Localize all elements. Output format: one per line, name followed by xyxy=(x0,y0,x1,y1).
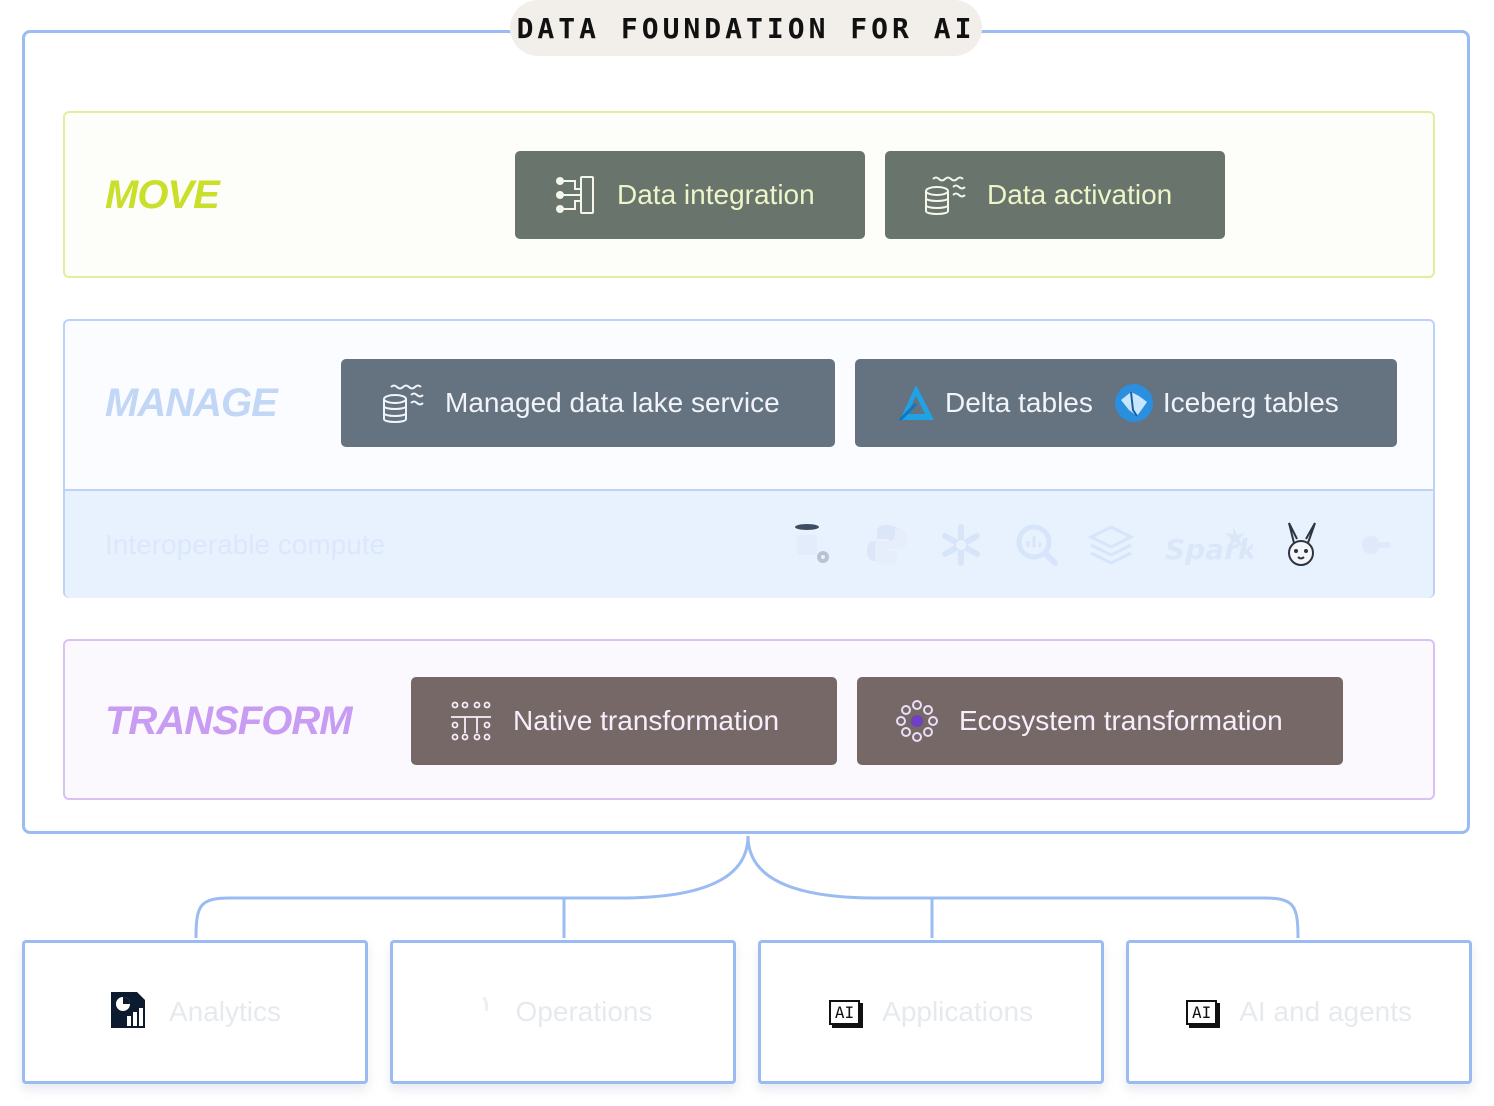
operations-icon xyxy=(474,993,494,1032)
output-applications[interactable]: AI Applications xyxy=(758,940,1104,1084)
spark-icon: Spark xyxy=(1161,521,1253,569)
ecosystem-transformation-label: Ecosystem transformation xyxy=(959,705,1283,736)
output-ai-and-agents[interactable]: AI AI and agents xyxy=(1126,940,1472,1084)
delta-icon xyxy=(895,381,937,425)
analytics-icon xyxy=(109,990,147,1035)
layers-icon xyxy=(1087,521,1135,569)
data-lake-icon xyxy=(381,381,425,425)
managed-data-lake-box[interactable]: Managed data lake service xyxy=(341,359,835,447)
move-title: MOVE xyxy=(105,173,220,217)
data-activation-box[interactable]: Data activation xyxy=(885,151,1225,239)
sql-engine-icon xyxy=(785,521,833,569)
data-foundation-frame: MOVE Data integration Data activation MA… xyxy=(22,30,1470,834)
transform-section: TRANSFORM Native transformation Ecosyste… xyxy=(63,639,1435,800)
query-icon xyxy=(1013,521,1061,569)
ecosystem-transformation-box[interactable]: Ecosystem transformation xyxy=(857,677,1343,765)
data-activation-icon xyxy=(923,173,967,217)
native-transformation-label: Native transformation xyxy=(513,705,780,736)
interoperable-compute-row: Interoperable compute Spark xyxy=(65,489,1433,598)
ai-icon: AI xyxy=(828,999,861,1025)
ecosystem-transformation-icon xyxy=(895,699,939,743)
native-transformation-box[interactable]: Native transformation xyxy=(411,677,837,765)
delta-tables-label: Delta tables xyxy=(945,387,1093,418)
output-operations[interactable]: Operations xyxy=(390,940,736,1084)
output-ai-and-agents-label: AI and agents xyxy=(1239,996,1413,1027)
iceberg-tables-label: Iceberg tables xyxy=(1162,387,1339,418)
move-section: MOVE Data integration Data activation xyxy=(63,111,1435,278)
toggle-icon xyxy=(1353,521,1401,569)
transform-title: TRANSFORM xyxy=(105,699,353,743)
data-integration-box[interactable]: Data integration xyxy=(515,151,865,239)
manage-section: MANAGE Managed data lake service Delta t… xyxy=(63,319,1435,598)
ai-icon: AI xyxy=(1185,999,1218,1025)
manage-title: MANAGE xyxy=(105,381,278,425)
python-icon xyxy=(863,521,911,569)
data-integration-icon xyxy=(553,173,597,217)
interoperable-compute-label: Interoperable compute xyxy=(105,529,386,560)
table-formats-box[interactable]: Delta tables Iceberg tables xyxy=(855,359,1397,447)
data-activation-label: Data activation xyxy=(987,179,1173,210)
output-analytics[interactable]: Analytics xyxy=(22,940,368,1084)
iceberg-icon xyxy=(1113,381,1155,425)
snowflake-icon xyxy=(937,521,985,569)
duck-rabbit-icon xyxy=(1277,521,1325,569)
diagram-title: DATA FOUNDATION FOR AI xyxy=(510,0,982,56)
output-applications-label: Applications xyxy=(882,996,1034,1027)
managed-data-lake-label: Managed data lake service xyxy=(445,387,780,418)
native-transformation-icon xyxy=(449,699,493,743)
data-integration-label: Data integration xyxy=(617,179,815,210)
output-analytics-label: Analytics xyxy=(168,996,282,1027)
output-operations-label: Operations xyxy=(515,996,653,1027)
